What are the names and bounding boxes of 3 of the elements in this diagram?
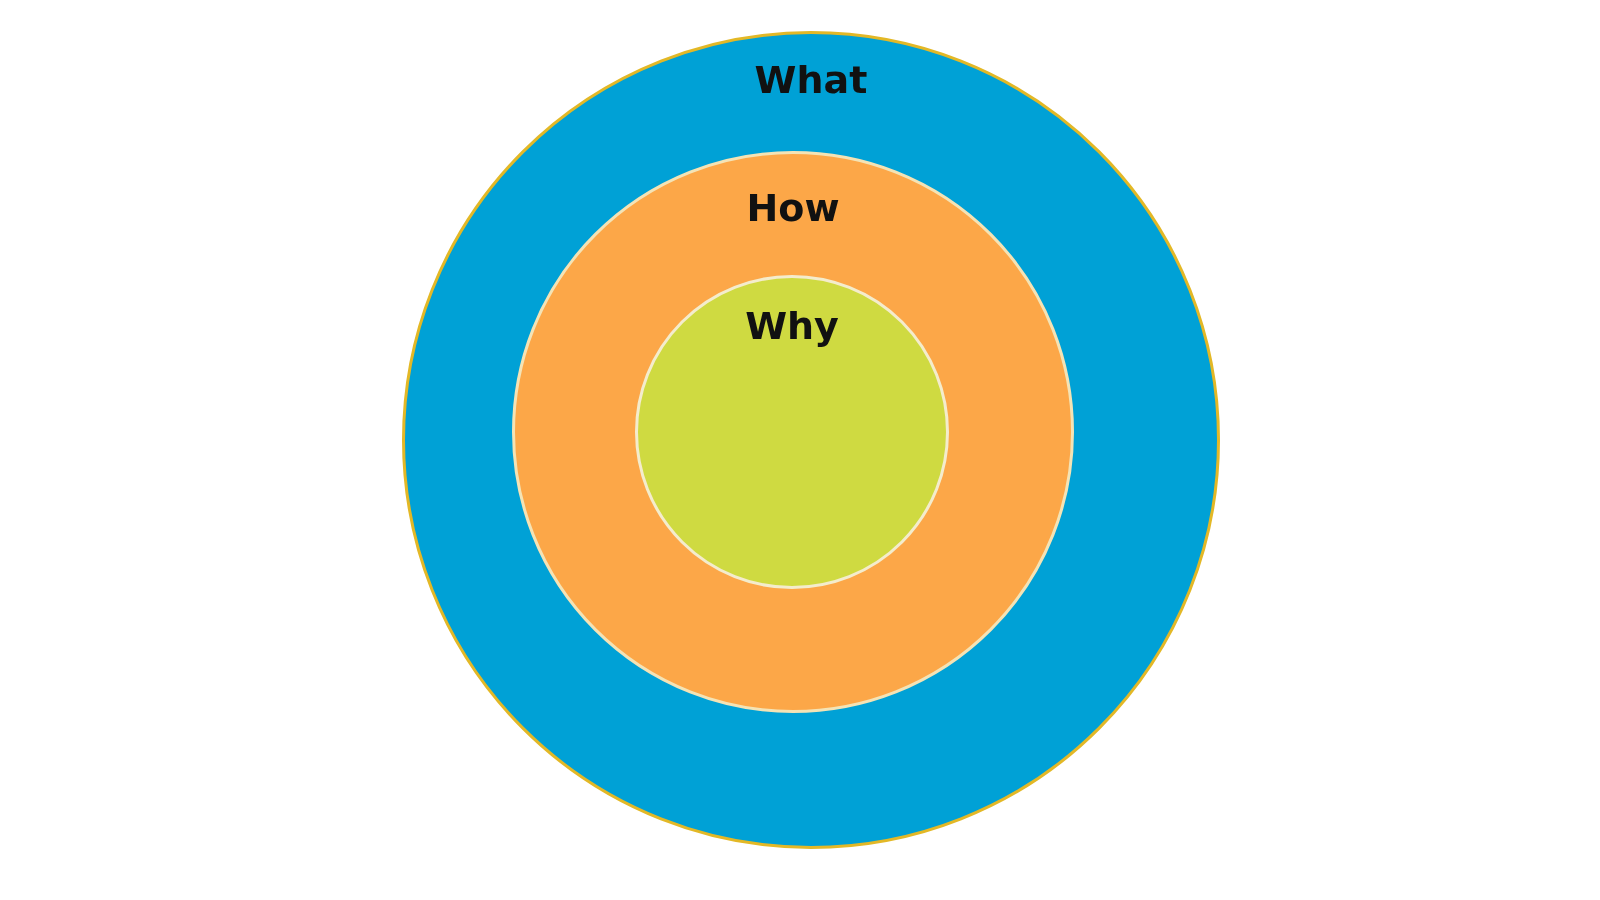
- circle-label: How: [746, 189, 840, 227]
- circle-label: What: [754, 61, 868, 99]
- circle-label: Why: [745, 307, 839, 345]
